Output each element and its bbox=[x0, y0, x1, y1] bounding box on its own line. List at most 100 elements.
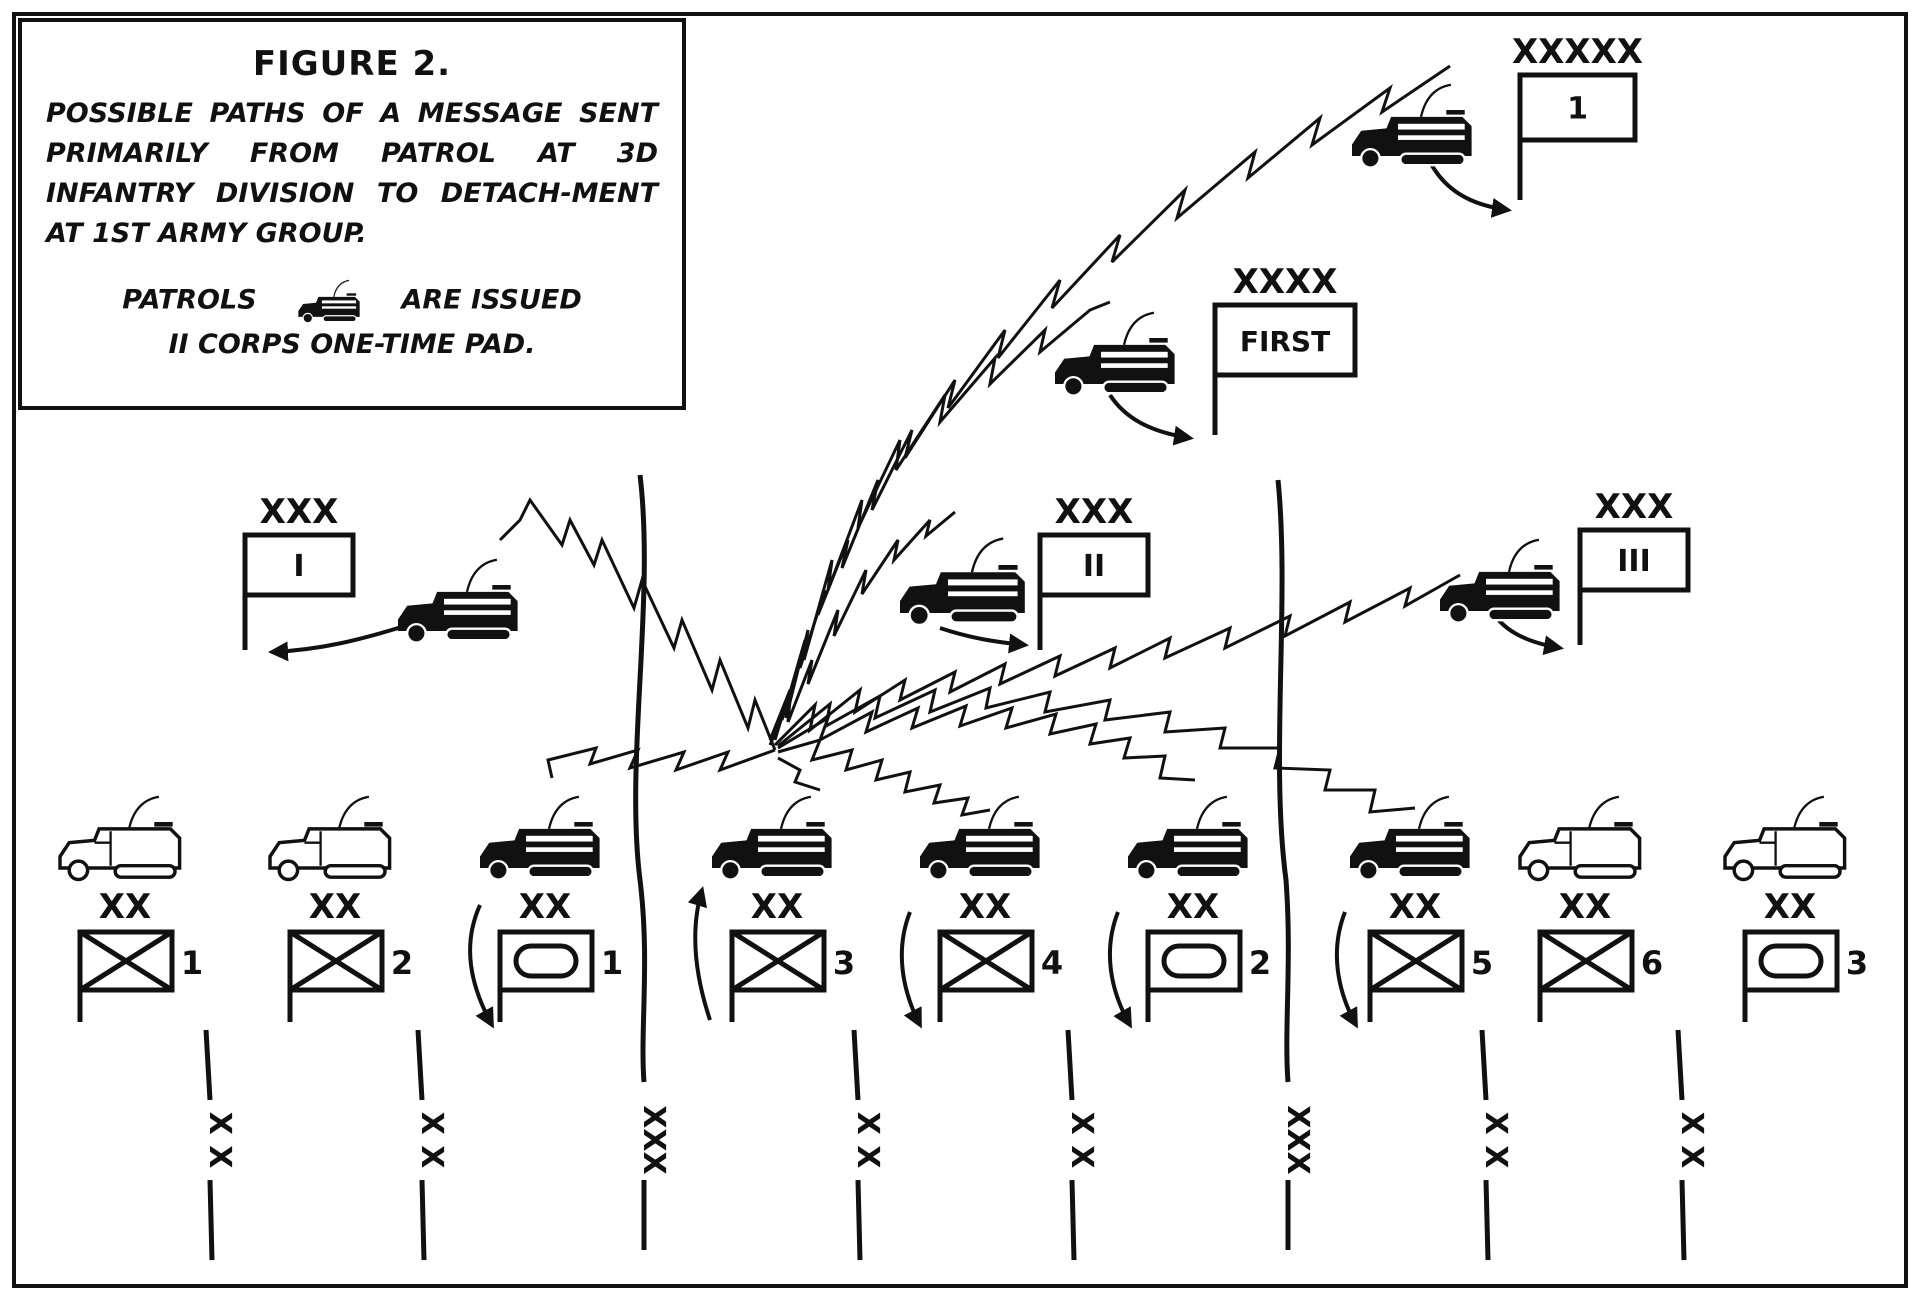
division-boundary-4-upper-line bbox=[851, 1029, 861, 1101]
division-8-patrol-vehicle bbox=[1518, 794, 1642, 882]
division-9-number: 3 bbox=[1846, 944, 1868, 982]
arrow-to-division-4 bbox=[899, 911, 922, 1029]
division-5: XX 4 bbox=[918, 795, 1063, 1022]
division-boundary-5: X X bbox=[1064, 1029, 1099, 1261]
army-hq: XXXX FIRST bbox=[1212, 262, 1358, 435]
radio-path-to-army bbox=[773, 300, 1111, 741]
division-boundary-7: X X bbox=[1478, 1029, 1513, 1261]
division-boundaries: X X X X XXX X X X X XXX X X X X bbox=[202, 1029, 1709, 1261]
division-boundary-8: X X bbox=[1674, 1029, 1709, 1261]
corps-2-hq-echelon: XXX bbox=[1055, 492, 1134, 532]
division-1-patrol-vehicle bbox=[58, 794, 182, 882]
division-5-patrol-vehicle bbox=[918, 795, 1041, 881]
message-paths bbox=[498, 64, 1461, 817]
division-3-number: 1 bbox=[601, 944, 623, 982]
patrol-vehicle-corps-3 bbox=[1438, 538, 1561, 624]
army-hq-label: FIRST bbox=[1240, 325, 1330, 358]
division-2: XX2 bbox=[268, 794, 413, 1022]
figure-title: FIGURE 2. bbox=[252, 44, 452, 84]
division-7-infantry-symbol bbox=[1368, 929, 1464, 993]
division-boundary-2: X X bbox=[414, 1029, 449, 1261]
division-boundary-5-upper-line bbox=[1065, 1029, 1075, 1101]
division-boundary-5-lower-line bbox=[1069, 1179, 1077, 1261]
corps-3-hq-flag bbox=[1577, 527, 1691, 593]
division-boundary-2-lower-line bbox=[419, 1179, 427, 1261]
division-8-infantry-symbol bbox=[1538, 929, 1634, 993]
division-boundary-4-lower-line bbox=[855, 1179, 863, 1261]
division-6: XX2 bbox=[1126, 795, 1271, 1022]
patrol-vehicle-army-group bbox=[1350, 83, 1473, 169]
division-6-echelon: XX bbox=[1167, 887, 1219, 927]
corps-1-hq-echelon: XXX bbox=[260, 492, 339, 532]
radio-path-to-army-group bbox=[768, 64, 1451, 741]
division-boundary-7-lower-line bbox=[1483, 1179, 1491, 1261]
patrol-truck-icon bbox=[297, 279, 361, 324]
division-3-armored-symbol bbox=[513, 943, 579, 979]
division-5-echelon: XX bbox=[959, 887, 1011, 927]
corps-boundary-6-label: XXX bbox=[1280, 1105, 1315, 1174]
division-9-echelon: XX bbox=[1764, 887, 1816, 927]
division-6-patrol-vehicle bbox=[1126, 795, 1249, 881]
corps-3-hq-echelon: XXX bbox=[1595, 487, 1674, 527]
division-boundary-1-label: X X bbox=[202, 1112, 237, 1169]
division-boundary-7-upper-line bbox=[1479, 1029, 1489, 1101]
radio-path-to-division-3-local bbox=[777, 756, 821, 792]
division-boundary-5-label: X X bbox=[1064, 1112, 1099, 1169]
division-boundary-8-label: X X bbox=[1674, 1112, 1709, 1169]
division-7-number: 5 bbox=[1471, 944, 1493, 982]
division-boundary-4: X X bbox=[850, 1029, 885, 1261]
radio-path-to-armored-2 bbox=[777, 703, 1196, 782]
arrow-to-army bbox=[1108, 393, 1194, 446]
division-1-echelon: XX bbox=[99, 887, 151, 927]
army-hq-echelon: XXXX bbox=[1233, 262, 1338, 302]
division-5-number: 4 bbox=[1041, 944, 1063, 982]
division-9-patrol-vehicle bbox=[1723, 794, 1847, 882]
division-3-echelon: XX bbox=[519, 887, 571, 927]
division-boundary-1: X X bbox=[202, 1029, 237, 1261]
division-4-infantry-symbol bbox=[730, 929, 826, 993]
division-1-number: 1 bbox=[181, 944, 203, 982]
division-4-patrol-vehicle bbox=[710, 795, 833, 881]
arrow-to-army-group bbox=[1428, 161, 1512, 218]
corps-boundary-3-label: XXX bbox=[636, 1105, 671, 1174]
arrow-to-armored-1 bbox=[468, 904, 494, 1029]
division-9: XX 3 bbox=[1723, 794, 1868, 1022]
division-2-patrol-vehicle bbox=[268, 794, 392, 882]
corps-1-hq-label: I bbox=[293, 549, 304, 584]
figure-frame bbox=[12, 12, 1908, 1288]
arrow-to-corps-i bbox=[268, 623, 409, 662]
army-group-hq-label: 1 bbox=[1567, 92, 1588, 127]
division-7-echelon: XX bbox=[1389, 887, 1441, 927]
corps-boundary-line-left bbox=[633, 474, 648, 1083]
army-hq-flag bbox=[1212, 302, 1358, 378]
corps-1-hq-flag bbox=[242, 532, 356, 598]
radio-path-to-division-5 bbox=[777, 685, 1416, 814]
radio-path-to-corps-i bbox=[498, 497, 777, 751]
corps-2-hq: XXX II bbox=[1037, 492, 1151, 650]
corps-2-hq-flag bbox=[1037, 532, 1151, 598]
division-4-echelon: XX bbox=[751, 887, 803, 927]
figure-caption: FIGURE 2. POSSIBLE PATHS OF A MESSAGE SE… bbox=[18, 18, 686, 410]
corps-boundary-line-right bbox=[1275, 479, 1291, 1083]
courier-arrows bbox=[268, 161, 1564, 1029]
radio-path-to-division-4 bbox=[777, 737, 991, 817]
division-boundary-1-upper-line bbox=[203, 1029, 213, 1101]
division-boundary-1-lower-line bbox=[207, 1179, 215, 1261]
army-group-hq-flag bbox=[1517, 72, 1638, 143]
patrol-vehicle-corps-2 bbox=[898, 537, 1027, 627]
arrow-to-division-5 bbox=[1334, 911, 1358, 1029]
division-4: XX3 bbox=[710, 795, 855, 1022]
corps-1-hq: XXX I bbox=[242, 492, 356, 650]
figure-note: PATROLS ARE ISSUED II CORPS ONE-TIME PAD… bbox=[22, 278, 682, 366]
arrow-up-from-division-3 bbox=[687, 886, 712, 1021]
division-boundary-7-label: X X bbox=[1478, 1112, 1513, 1169]
corps-2-hq-label: II bbox=[1083, 549, 1105, 584]
division-9-armored-symbol bbox=[1758, 943, 1824, 979]
division-5-infantry-symbol bbox=[938, 929, 1034, 993]
division-7: XX 5 bbox=[1348, 795, 1493, 1022]
